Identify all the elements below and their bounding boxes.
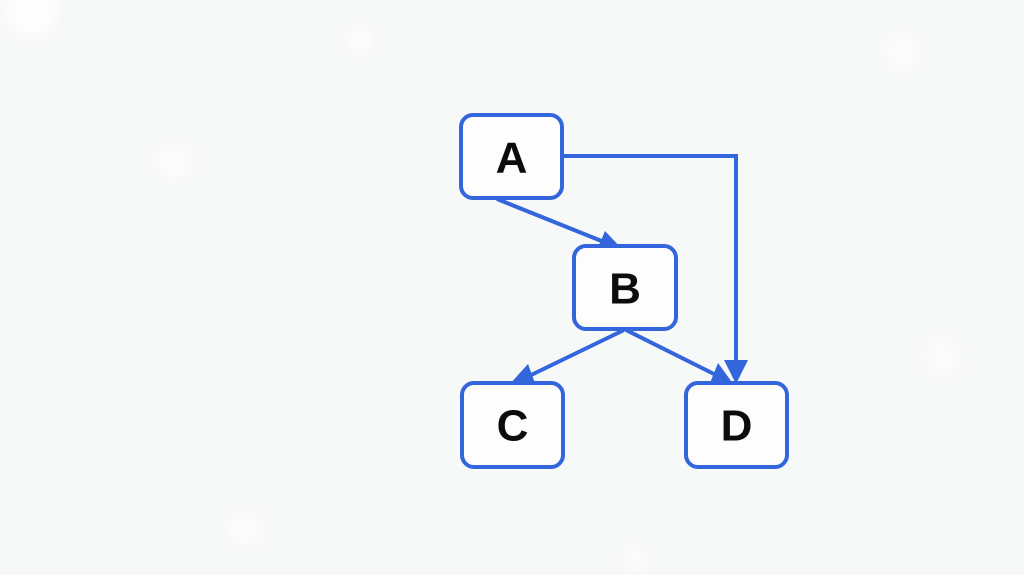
- node-layer: A B C D: [459, 113, 789, 469]
- edge-a-to-b[interactable]: [496, 197, 623, 250]
- edge-b-to-c[interactable]: [509, 328, 625, 385]
- node-a-box: [459, 113, 564, 200]
- node-c[interactable]: C: [460, 381, 565, 469]
- edge-b-to-c-line: [526, 328, 625, 379]
- node-a[interactable]: A: [459, 113, 564, 200]
- node-c-label: C: [497, 402, 529, 451]
- edge-a-to-d-line: [562, 154, 738, 377]
- node-d-label: D: [721, 402, 753, 451]
- node-c-box: [460, 381, 565, 469]
- edge-a-to-b-line: [496, 197, 610, 246]
- node-b[interactable]: B: [572, 244, 678, 331]
- edge-b-to-d-line: [625, 328, 717, 377]
- node-d[interactable]: D: [684, 381, 789, 469]
- edge-b-to-d[interactable]: [625, 328, 734, 385]
- edge-b-to-c-arrowhead: [509, 364, 535, 385]
- edge-b-to-d-arrowhead: [710, 363, 734, 385]
- node-d-box: [684, 381, 789, 469]
- edge-a-to-d[interactable]: [562, 154, 748, 384]
- edge-a-to-d-arrowhead: [724, 360, 748, 384]
- node-b-box: [572, 244, 678, 331]
- edge-layer: [496, 154, 748, 385]
- node-a-label: A: [496, 134, 528, 183]
- node-b-label: B: [609, 265, 641, 314]
